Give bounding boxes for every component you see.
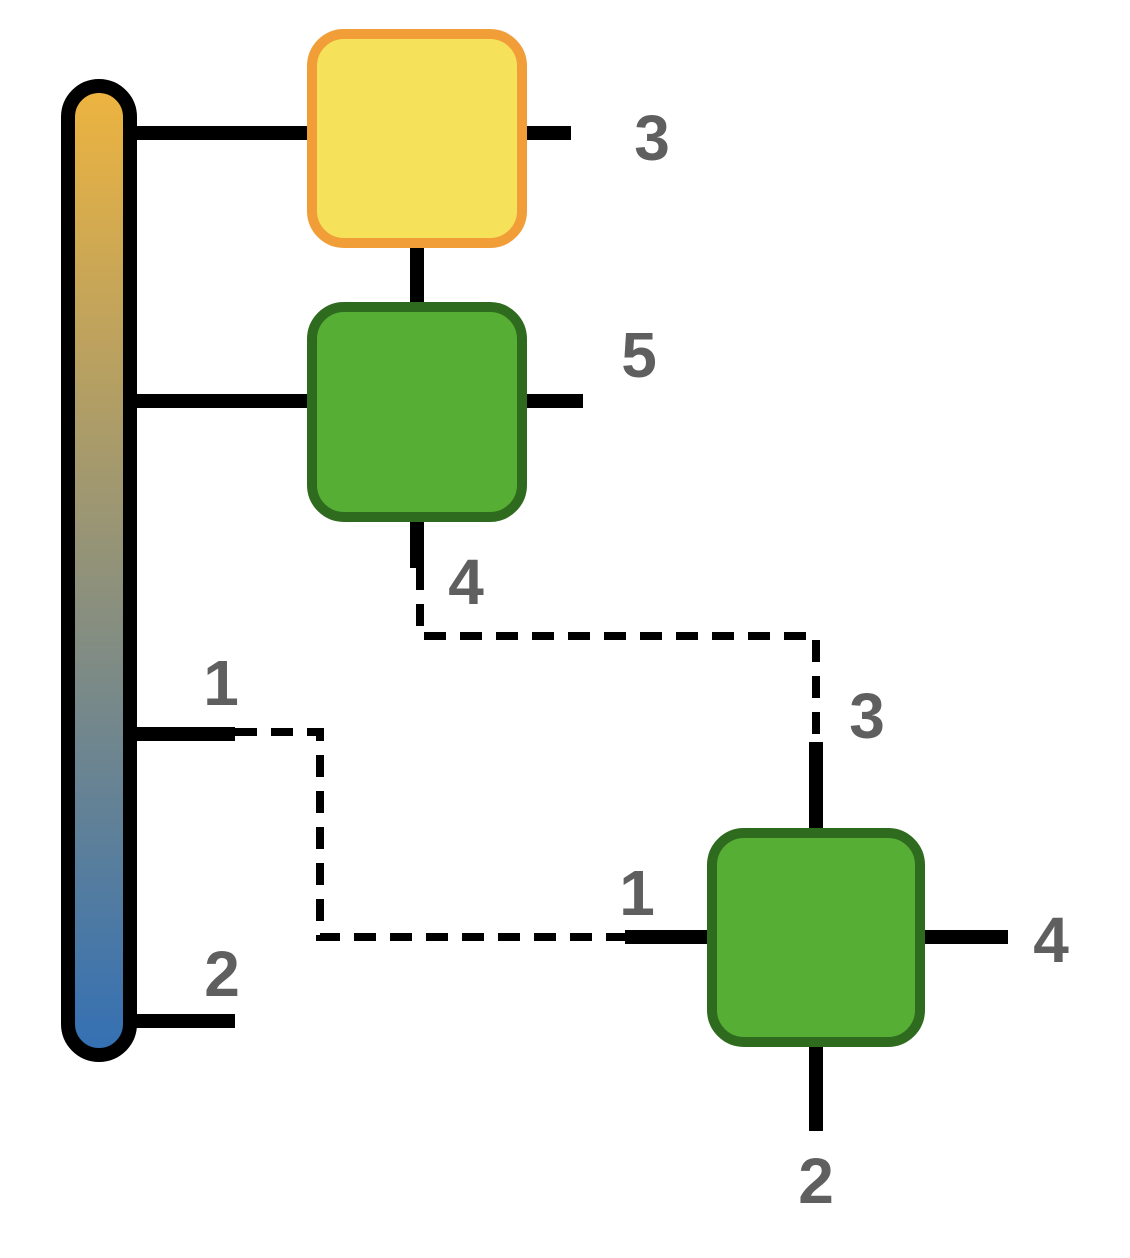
solid-legs	[130, 126, 1008, 1131]
green-block-lower	[707, 828, 925, 1047]
port-labels: 3 5 4 1 2 3 1 4 2	[203, 102, 1069, 1217]
label-lower-block-right: 4	[1033, 904, 1069, 976]
gradient-bar	[61, 79, 137, 1062]
dashed-connections	[235, 568, 820, 941]
mid-block-to-lower-block-dashed-path	[416, 568, 820, 742]
yellow-block	[307, 29, 527, 248]
green-block-middle	[307, 302, 527, 522]
label-lower-block-left: 1	[619, 857, 655, 929]
label-bar-port-1: 1	[203, 647, 239, 719]
label-bar-port-2: 2	[204, 938, 240, 1010]
label-lower-block-top: 3	[849, 680, 885, 752]
label-mid-block-bottom: 4	[448, 546, 484, 618]
bar-port-1-to-lower-block-dashed-path	[235, 728, 625, 941]
label-lower-block-bottom: 2	[798, 1145, 834, 1217]
label-top-block-right: 3	[634, 102, 670, 174]
label-mid-block-right: 5	[621, 319, 657, 391]
